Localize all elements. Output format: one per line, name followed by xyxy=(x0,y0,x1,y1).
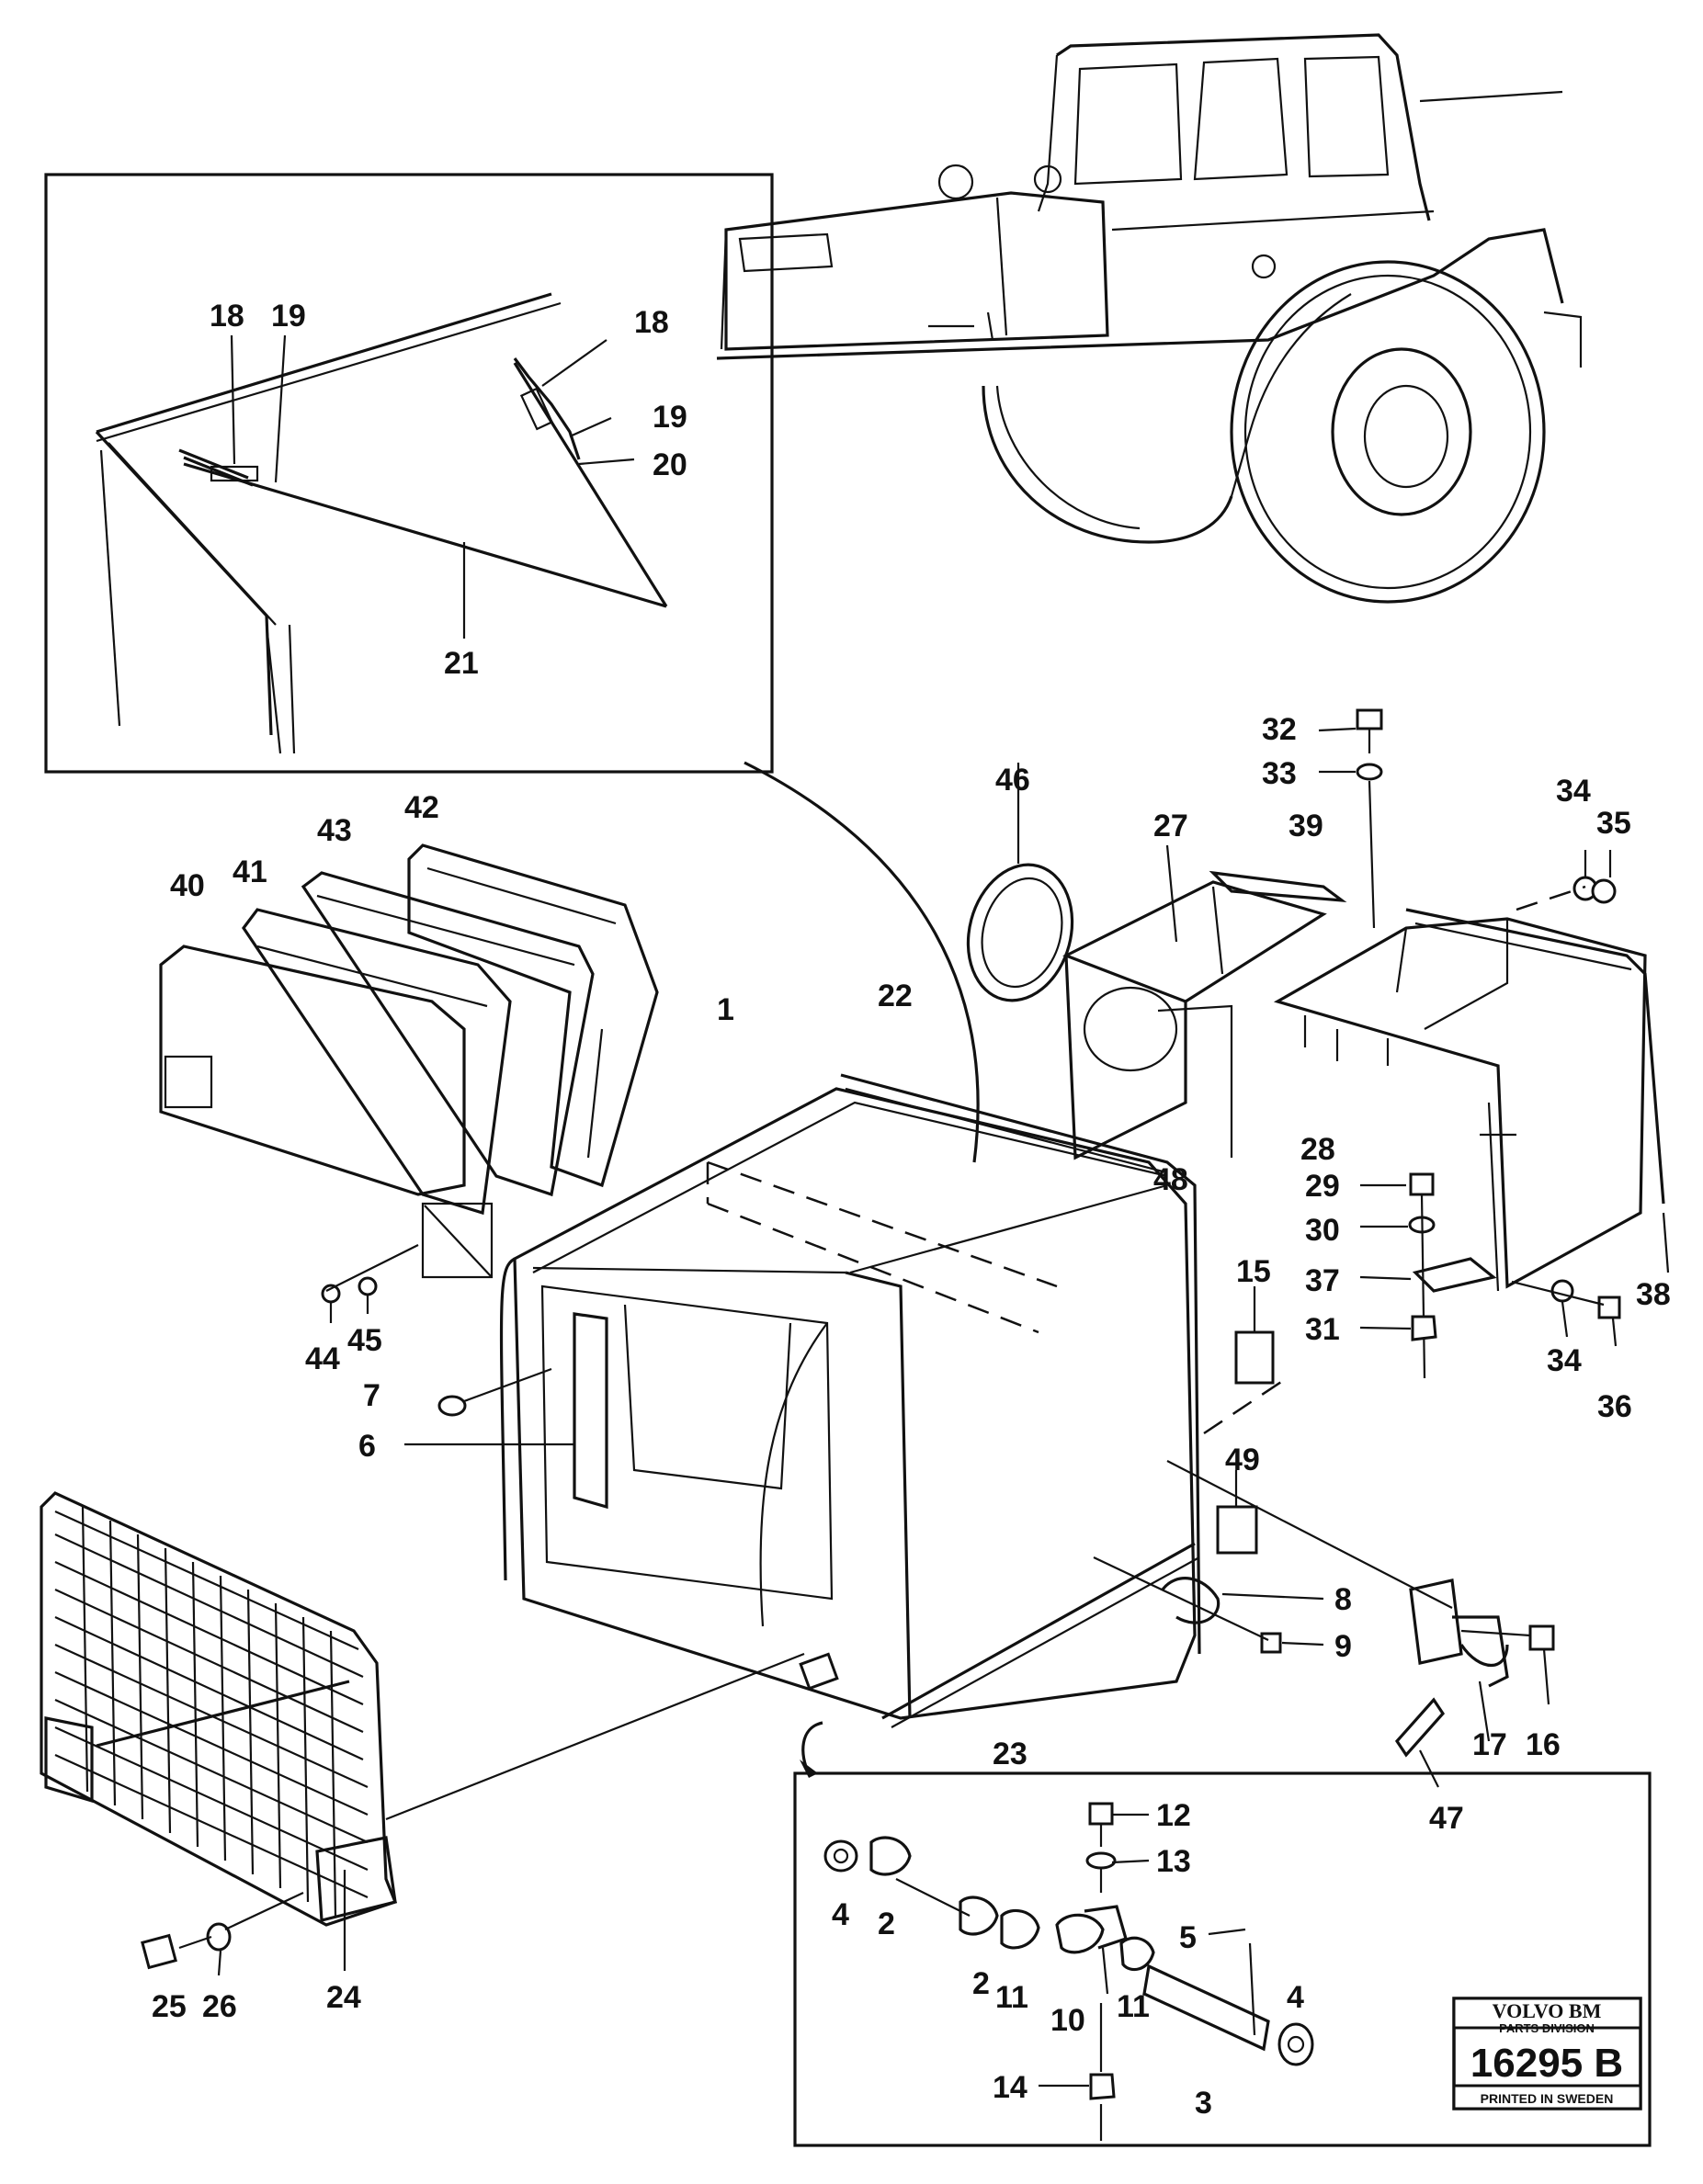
callout-6: 6 xyxy=(358,1429,376,1464)
callout-4: 4 xyxy=(1287,1980,1304,2015)
callout-29: 29 xyxy=(1305,1169,1340,1204)
callout-23: 23 xyxy=(993,1737,1027,1771)
callout-39: 39 xyxy=(1289,809,1323,843)
callout-18: 18 xyxy=(634,305,669,340)
stamp-number: 16295 B xyxy=(1470,2041,1623,2086)
callout-38: 38 xyxy=(1636,1277,1671,1312)
callout-15: 15 xyxy=(1236,1254,1271,1289)
callout-2: 2 xyxy=(972,1966,990,2001)
callout-40: 40 xyxy=(170,868,205,903)
callout-28: 28 xyxy=(1300,1132,1335,1167)
callout-18: 18 xyxy=(210,299,244,334)
callout-26: 26 xyxy=(202,1989,237,2024)
callout-43: 43 xyxy=(317,813,352,848)
volvo-bm-stamp: VOLVO BM PARTS DIVISION 16295 B PRINTED … xyxy=(1452,1997,1642,2110)
callout-46: 46 xyxy=(995,763,1030,798)
callout-34: 34 xyxy=(1547,1343,1582,1378)
callout-8: 8 xyxy=(1334,1582,1352,1617)
stamp-printed: PRINTED IN SWEDEN xyxy=(1481,2091,1614,2106)
callout-24: 24 xyxy=(326,1980,361,2015)
callout-14: 14 xyxy=(993,2070,1027,2105)
callout-17: 17 xyxy=(1472,1727,1507,1762)
callout-31: 31 xyxy=(1305,1312,1340,1347)
callout-9: 9 xyxy=(1334,1629,1352,1664)
callout-20: 20 xyxy=(653,447,687,482)
callout-21: 21 xyxy=(444,646,479,681)
misc-fasteners xyxy=(141,1244,574,1976)
stamp-brand: VOLVO BM xyxy=(1493,1999,1602,2022)
callout-32: 32 xyxy=(1262,712,1297,747)
callout-11: 11 xyxy=(995,1980,1028,2015)
callout-2: 2 xyxy=(878,1907,895,1941)
callout-47: 47 xyxy=(1429,1801,1464,1836)
callout-42: 42 xyxy=(404,790,439,825)
callout-1: 1 xyxy=(717,992,734,1027)
front-grille xyxy=(40,1491,805,1927)
callout-41: 41 xyxy=(233,854,267,889)
callout-25: 25 xyxy=(152,1989,187,2024)
latch-parts xyxy=(1093,1286,1555,1788)
callout-11: 11 xyxy=(1117,1989,1150,2024)
callout-33: 33 xyxy=(1262,756,1297,791)
callout-7: 7 xyxy=(363,1378,380,1413)
callout-16: 16 xyxy=(1526,1727,1561,1762)
callout-35: 35 xyxy=(1596,806,1631,841)
callout-19: 19 xyxy=(653,400,687,435)
callout-numbers: 1 2 2 3 4 4 5 6 7 8 9 10 11 11 12 13 14 … xyxy=(152,299,1671,2121)
callout-36: 36 xyxy=(1597,1389,1632,1424)
callout-48: 48 xyxy=(1153,1162,1188,1197)
callout-12: 12 xyxy=(1156,1798,1191,1833)
callout-13: 13 xyxy=(1156,1844,1191,1879)
callout-37: 37 xyxy=(1305,1263,1340,1298)
callout-10: 10 xyxy=(1050,2003,1085,2038)
callout-49: 49 xyxy=(1225,1443,1260,1477)
callout-27: 27 xyxy=(1153,809,1188,843)
side-panels xyxy=(159,843,659,1279)
callout-34: 34 xyxy=(1556,774,1591,809)
stamp-division: PARTS DIVISION xyxy=(1499,2021,1595,2035)
main-cover-box xyxy=(499,1073,1201,1728)
callout-30: 30 xyxy=(1305,1213,1340,1248)
callout-19: 19 xyxy=(271,299,306,334)
callout-22: 22 xyxy=(878,979,913,1013)
connector-line xyxy=(744,761,980,1163)
callout-44: 44 xyxy=(305,1341,340,1376)
top-right-parts xyxy=(966,708,1670,1379)
callout-5: 5 xyxy=(1179,1920,1197,1955)
hinge-detail-inset xyxy=(793,1721,1652,2147)
cable-detail-inset xyxy=(44,173,774,774)
callout-45: 45 xyxy=(347,1323,382,1358)
callout-4: 4 xyxy=(832,1897,849,1932)
truck-illustration xyxy=(716,33,1583,604)
callout-3: 3 xyxy=(1195,2086,1212,2121)
